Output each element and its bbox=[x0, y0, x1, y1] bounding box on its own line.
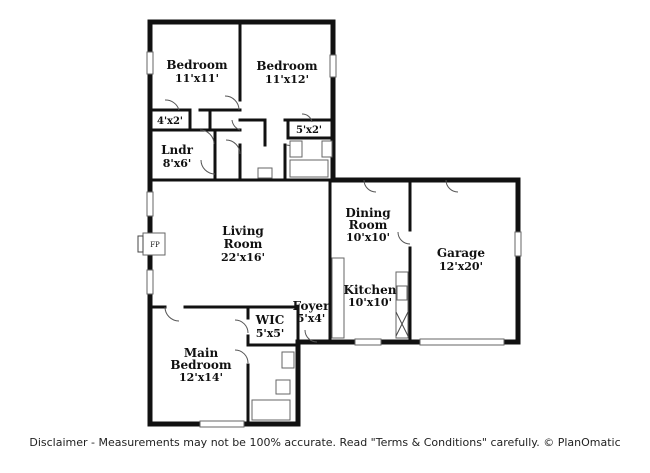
bedroom-1-dim: 11'x11' bbox=[175, 72, 219, 85]
living-room-dim: 22'x16' bbox=[221, 251, 265, 264]
wic-name: WIC bbox=[255, 313, 285, 327]
main-bedroom-name-2: Bedroom bbox=[170, 358, 231, 372]
foyer-name: Foyer bbox=[293, 299, 330, 313]
living-room-name-1: Living bbox=[222, 224, 264, 238]
bedroom-2-name: Bedroom bbox=[256, 59, 317, 73]
room-labels: Bedroom 11'x11' Bedroom 11'x12' 4'x2' 5'… bbox=[150, 58, 485, 384]
main-bedroom-dim: 12'x14' bbox=[179, 371, 223, 384]
bedroom-2-dim: 11'x12' bbox=[265, 73, 309, 86]
kitchen-name: Kitchen bbox=[344, 283, 397, 297]
main-bedroom-name-1: Main bbox=[184, 346, 219, 360]
foyer-dim: 5'x4' bbox=[297, 312, 326, 325]
kitchen-dim: 10'x10' bbox=[348, 296, 392, 309]
fireplace-label: FP bbox=[150, 241, 160, 249]
garage-dim: 12'x20' bbox=[439, 260, 483, 273]
dining-room-dim: 10'x10' bbox=[346, 231, 390, 244]
closet-1-dim: 4'x2' bbox=[157, 116, 183, 127]
fixtures bbox=[137, 140, 409, 421]
doors bbox=[164, 95, 459, 364]
garage-name: Garage bbox=[437, 246, 486, 260]
interior-walls bbox=[148, 20, 412, 426]
wic-dim: 5'x5' bbox=[256, 327, 285, 340]
dining-room-name-2: Room bbox=[349, 218, 388, 232]
bedroom-1-name: Bedroom bbox=[166, 58, 227, 72]
laundry-name: Lndr bbox=[161, 143, 194, 157]
living-room-name-2: Room bbox=[224, 237, 263, 251]
disclaimer-text: Disclaimer - Measurements may not be 100… bbox=[29, 436, 621, 449]
closet-2-dim: 5'x2' bbox=[296, 125, 322, 136]
windows bbox=[146, 51, 522, 428]
laundry-dim: 8'x6' bbox=[163, 157, 192, 170]
dining-room-name-1: Dining bbox=[345, 206, 391, 220]
